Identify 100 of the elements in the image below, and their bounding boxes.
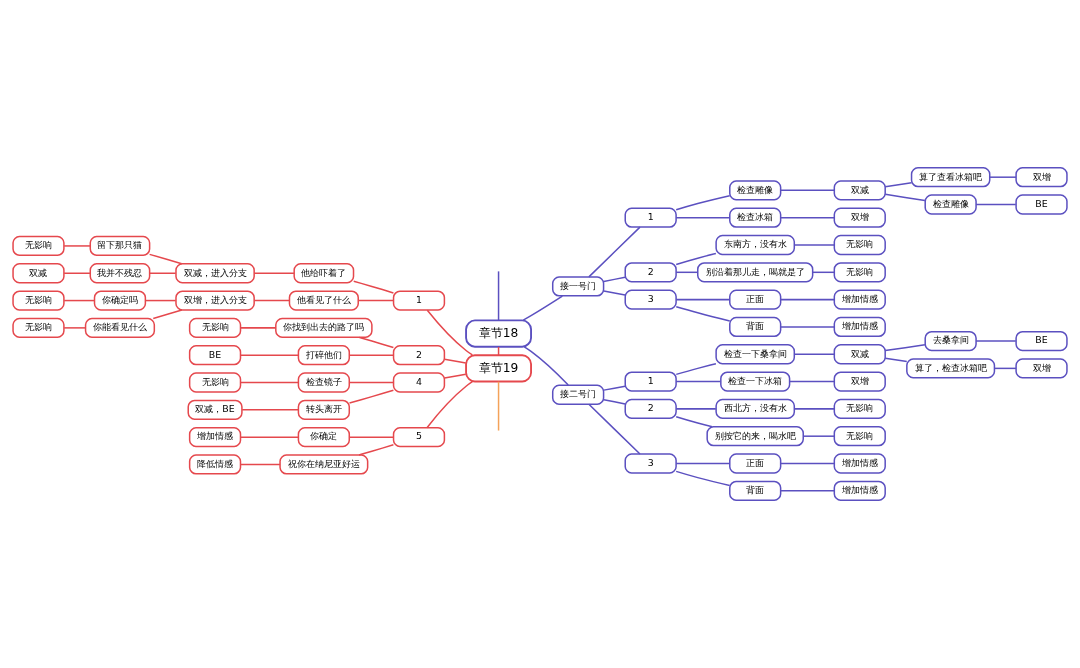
connector (144, 299, 177, 302)
connector (426, 309, 474, 356)
connector (358, 444, 395, 456)
node-box: 无影响 (12, 235, 65, 257)
connector (497, 270, 500, 321)
connector (675, 298, 731, 301)
connector (675, 252, 717, 266)
node-box: 1 (624, 371, 677, 392)
node-box: 双增 (833, 207, 886, 228)
node-box: 增加情感 (833, 316, 886, 338)
connector (793, 244, 835, 246)
connector (603, 290, 626, 296)
connector (789, 380, 835, 383)
node-box: 双减 (833, 180, 886, 201)
node-box: 无影响 (188, 372, 242, 393)
node-box: 检查雕像 (924, 194, 977, 215)
connector (443, 358, 467, 364)
connector (239, 327, 277, 329)
node-box: 检查一下冰箱 (720, 371, 791, 392)
connector (348, 354, 395, 356)
connector (793, 353, 835, 355)
node-box: 章节19 (465, 354, 532, 383)
connector (239, 436, 299, 438)
connector (675, 408, 717, 410)
connector (239, 354, 299, 356)
node-box: 章节18 (465, 319, 532, 348)
node-box: 别按它的来，喝水吧 (706, 426, 804, 447)
connector (780, 326, 835, 328)
node-box: 你找到出去的路了吗 (275, 317, 373, 339)
connector (348, 436, 395, 438)
connector (253, 299, 290, 302)
connector (812, 271, 836, 274)
node-box: 双减 (12, 263, 65, 284)
connector (63, 327, 87, 329)
node-box: 你确定吗 (93, 290, 147, 311)
connector (63, 272, 91, 274)
node-box: 检查冰箱 (729, 207, 782, 228)
connector (603, 398, 626, 405)
connector (780, 216, 835, 219)
connector (675, 416, 713, 428)
connector (675, 380, 722, 383)
connector (780, 462, 835, 465)
node-box: 他看见了什么 (288, 290, 359, 311)
node-box: 增加情感 (833, 453, 886, 474)
node-box: 5 (392, 426, 446, 448)
connector (989, 176, 1017, 178)
node-box: 无影响 (833, 398, 886, 420)
connector (357, 299, 395, 302)
node-box: BE (188, 345, 242, 366)
node-box: 1 (624, 207, 677, 228)
connector (884, 357, 908, 363)
node-box: 无影响 (12, 290, 65, 311)
node-box: 去桑拿间 (924, 330, 977, 352)
connector (241, 409, 299, 411)
connector (63, 299, 96, 302)
node-box: 算了，检查冰箱吧 (906, 358, 996, 379)
connector (675, 194, 731, 211)
connector (148, 253, 183, 265)
node-box: 3 (624, 289, 677, 310)
node-box: 双增 (833, 371, 886, 392)
node-box: 背面 (729, 480, 782, 501)
node-box: 西北方，没有水 (715, 398, 796, 420)
connector (348, 381, 395, 384)
node-box: 东南方，没有水 (715, 234, 796, 256)
connector (443, 373, 467, 379)
node-box: BE (1015, 194, 1068, 215)
connector (675, 470, 731, 487)
node-box: BE (1015, 330, 1068, 352)
connector (152, 309, 183, 320)
node-box: 1 (392, 290, 446, 311)
node-box: 双减 (833, 344, 886, 365)
node-box: 2 (624, 262, 677, 283)
connector (884, 344, 926, 352)
connector (148, 272, 177, 274)
node-box: 3 (624, 453, 677, 474)
node-box: 接一号门 (551, 276, 605, 297)
node-box: 转头离开 (297, 399, 351, 420)
connector (523, 346, 569, 386)
node-box: 无影响 (833, 234, 886, 256)
connector (675, 362, 717, 376)
connector (522, 295, 564, 321)
connector (348, 389, 395, 404)
node-box: 你确定 (297, 426, 351, 448)
connector (884, 193, 926, 202)
node-box: 双增，进入分支 (175, 290, 255, 311)
connector (780, 490, 835, 492)
connector (358, 336, 395, 349)
node-box: 正面 (729, 453, 782, 474)
connector (780, 189, 835, 192)
connector (603, 385, 626, 391)
node-box: 双减，进入分支 (175, 263, 255, 284)
connector (352, 280, 395, 294)
node-box: 双增 (1015, 167, 1068, 188)
node-box: 检查镜子 (297, 372, 351, 393)
connector (253, 272, 295, 274)
connector (603, 276, 626, 283)
connector (793, 408, 835, 410)
connector (588, 226, 641, 278)
connector (588, 403, 641, 455)
node-box: 无影响 (833, 426, 886, 447)
